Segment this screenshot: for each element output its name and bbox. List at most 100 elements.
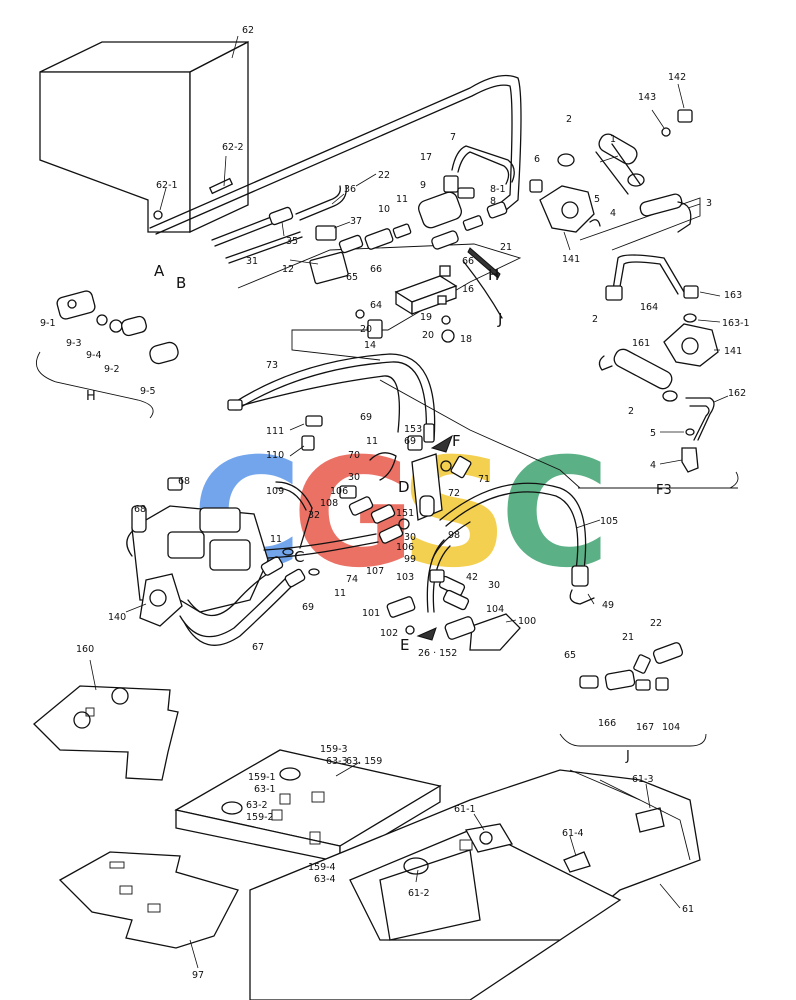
part-label: 68 bbox=[178, 476, 190, 487]
part-label: 109 bbox=[266, 486, 284, 497]
part-label: 36 bbox=[344, 184, 356, 195]
part-label: 103 bbox=[396, 572, 414, 583]
part-label: 26 · 152 bbox=[418, 648, 457, 659]
part-label: 20 bbox=[422, 330, 434, 341]
part-label: 164 bbox=[640, 302, 658, 313]
part-label: 69 bbox=[302, 602, 314, 613]
part-label: 161 bbox=[632, 338, 650, 349]
return-pipe bbox=[149, 74, 522, 229]
part-label: 141 bbox=[724, 346, 742, 357]
part-label: 61-3 bbox=[632, 774, 654, 785]
part-label: 9-5 bbox=[140, 386, 156, 397]
part-label: 162 bbox=[728, 388, 746, 399]
control-valve bbox=[339, 423, 472, 544]
part-label: 65 bbox=[346, 272, 358, 283]
part-label: 104 bbox=[486, 604, 504, 615]
part-label: 6 bbox=[534, 154, 540, 165]
part-label: 110 bbox=[266, 450, 284, 461]
hydraulic-tank bbox=[39, 40, 249, 234]
part-label: 61-1 bbox=[454, 804, 476, 815]
part-label: 22 bbox=[650, 618, 662, 629]
part-label: 63. 159 bbox=[346, 756, 382, 767]
part-label: 4 bbox=[650, 460, 656, 471]
part-labels: 62 62-2 62-1 22 36 35 37 31 12 66 65 10 … bbox=[40, 25, 750, 981]
part-label: 14 bbox=[364, 340, 376, 351]
part-label: 142 bbox=[668, 72, 686, 83]
pilot-pump-top bbox=[529, 109, 693, 233]
part-label: 30 bbox=[488, 580, 500, 591]
part-label: 63-1 bbox=[254, 784, 276, 795]
hose-73 bbox=[231, 353, 436, 441]
part-label: 104 bbox=[662, 722, 680, 733]
callout-letter: H bbox=[488, 266, 499, 284]
part-label: 98 bbox=[448, 530, 460, 541]
group-label-f3: F3 bbox=[656, 483, 672, 498]
part-label: 64 bbox=[370, 300, 382, 311]
part-label: 97 bbox=[192, 970, 204, 981]
part-label: 72 bbox=[448, 488, 460, 499]
part-label: 20 bbox=[360, 324, 372, 335]
part-label: 61-4 bbox=[562, 828, 584, 839]
part-label: 153 bbox=[404, 424, 422, 435]
detail-f3-group bbox=[578, 254, 739, 489]
main-pump bbox=[126, 477, 269, 627]
part-label: 2 bbox=[566, 114, 572, 125]
part-label: 11 bbox=[270, 534, 282, 545]
callout-letter: A bbox=[154, 262, 165, 280]
part-label: 100 bbox=[518, 616, 536, 627]
callout-letter: F bbox=[452, 432, 461, 450]
group-label-h: H bbox=[86, 389, 96, 404]
part-label: 143 bbox=[638, 92, 656, 103]
callout-letter: B bbox=[176, 274, 186, 292]
part-label: 2 bbox=[592, 314, 598, 325]
part-label: 61-2 bbox=[408, 888, 430, 899]
part-label: 160 bbox=[76, 644, 94, 655]
part-label: 141 bbox=[562, 254, 580, 265]
part-label: 66 bbox=[370, 264, 382, 275]
part-label: 21 bbox=[622, 632, 634, 643]
floor-mat-97 bbox=[58, 851, 239, 949]
part-label: 9 bbox=[420, 180, 426, 191]
part-label: 30 bbox=[404, 532, 416, 543]
part-label: 10 bbox=[378, 204, 390, 215]
part-label: 159-4 bbox=[308, 862, 336, 873]
callout-letter: D bbox=[398, 478, 410, 496]
part-label: 63-4 bbox=[314, 874, 336, 885]
part-label: 9-2 bbox=[104, 364, 120, 375]
part-label: 62-1 bbox=[156, 180, 178, 191]
part-label: 31 bbox=[246, 256, 258, 267]
part-label: 9-3 bbox=[66, 338, 82, 349]
part-label: 21 bbox=[500, 242, 512, 253]
part-label: 140 bbox=[108, 612, 126, 623]
part-label: 62-2 bbox=[222, 142, 244, 153]
part-label: 42 bbox=[466, 572, 478, 583]
part-label: 5 bbox=[594, 194, 600, 205]
part-label: 30 bbox=[348, 472, 360, 483]
part-label: 108 bbox=[320, 498, 338, 509]
base-frame-61 bbox=[249, 769, 701, 1000]
leader-lines bbox=[89, 35, 729, 969]
part-label: 105 bbox=[600, 516, 618, 527]
part-label: 67 bbox=[252, 642, 264, 653]
watermark-letter-4: C bbox=[500, 427, 610, 601]
part-label: 17 bbox=[420, 152, 432, 163]
part-label: 12 bbox=[282, 264, 294, 275]
part-label: 70 bbox=[348, 450, 360, 461]
part-label: 32 bbox=[308, 510, 320, 521]
part-label: 63-3 bbox=[326, 756, 348, 767]
detail-h-group bbox=[36, 290, 179, 419]
floor-mat-160 bbox=[33, 685, 179, 781]
watermark-letter-3: S bbox=[400, 427, 508, 601]
part-label: 69 bbox=[404, 436, 416, 447]
part-label: 102 bbox=[380, 628, 398, 639]
callout-letter: J bbox=[497, 310, 502, 328]
part-label: 106 bbox=[396, 542, 414, 553]
callout-letter: E bbox=[400, 636, 409, 654]
part-label: 99 bbox=[404, 554, 416, 565]
part-label: 8 bbox=[490, 196, 496, 207]
part-label: 163 bbox=[724, 290, 742, 301]
hose-105 bbox=[439, 482, 587, 571]
valve-100 bbox=[386, 434, 521, 651]
fittings-top bbox=[268, 145, 515, 319]
